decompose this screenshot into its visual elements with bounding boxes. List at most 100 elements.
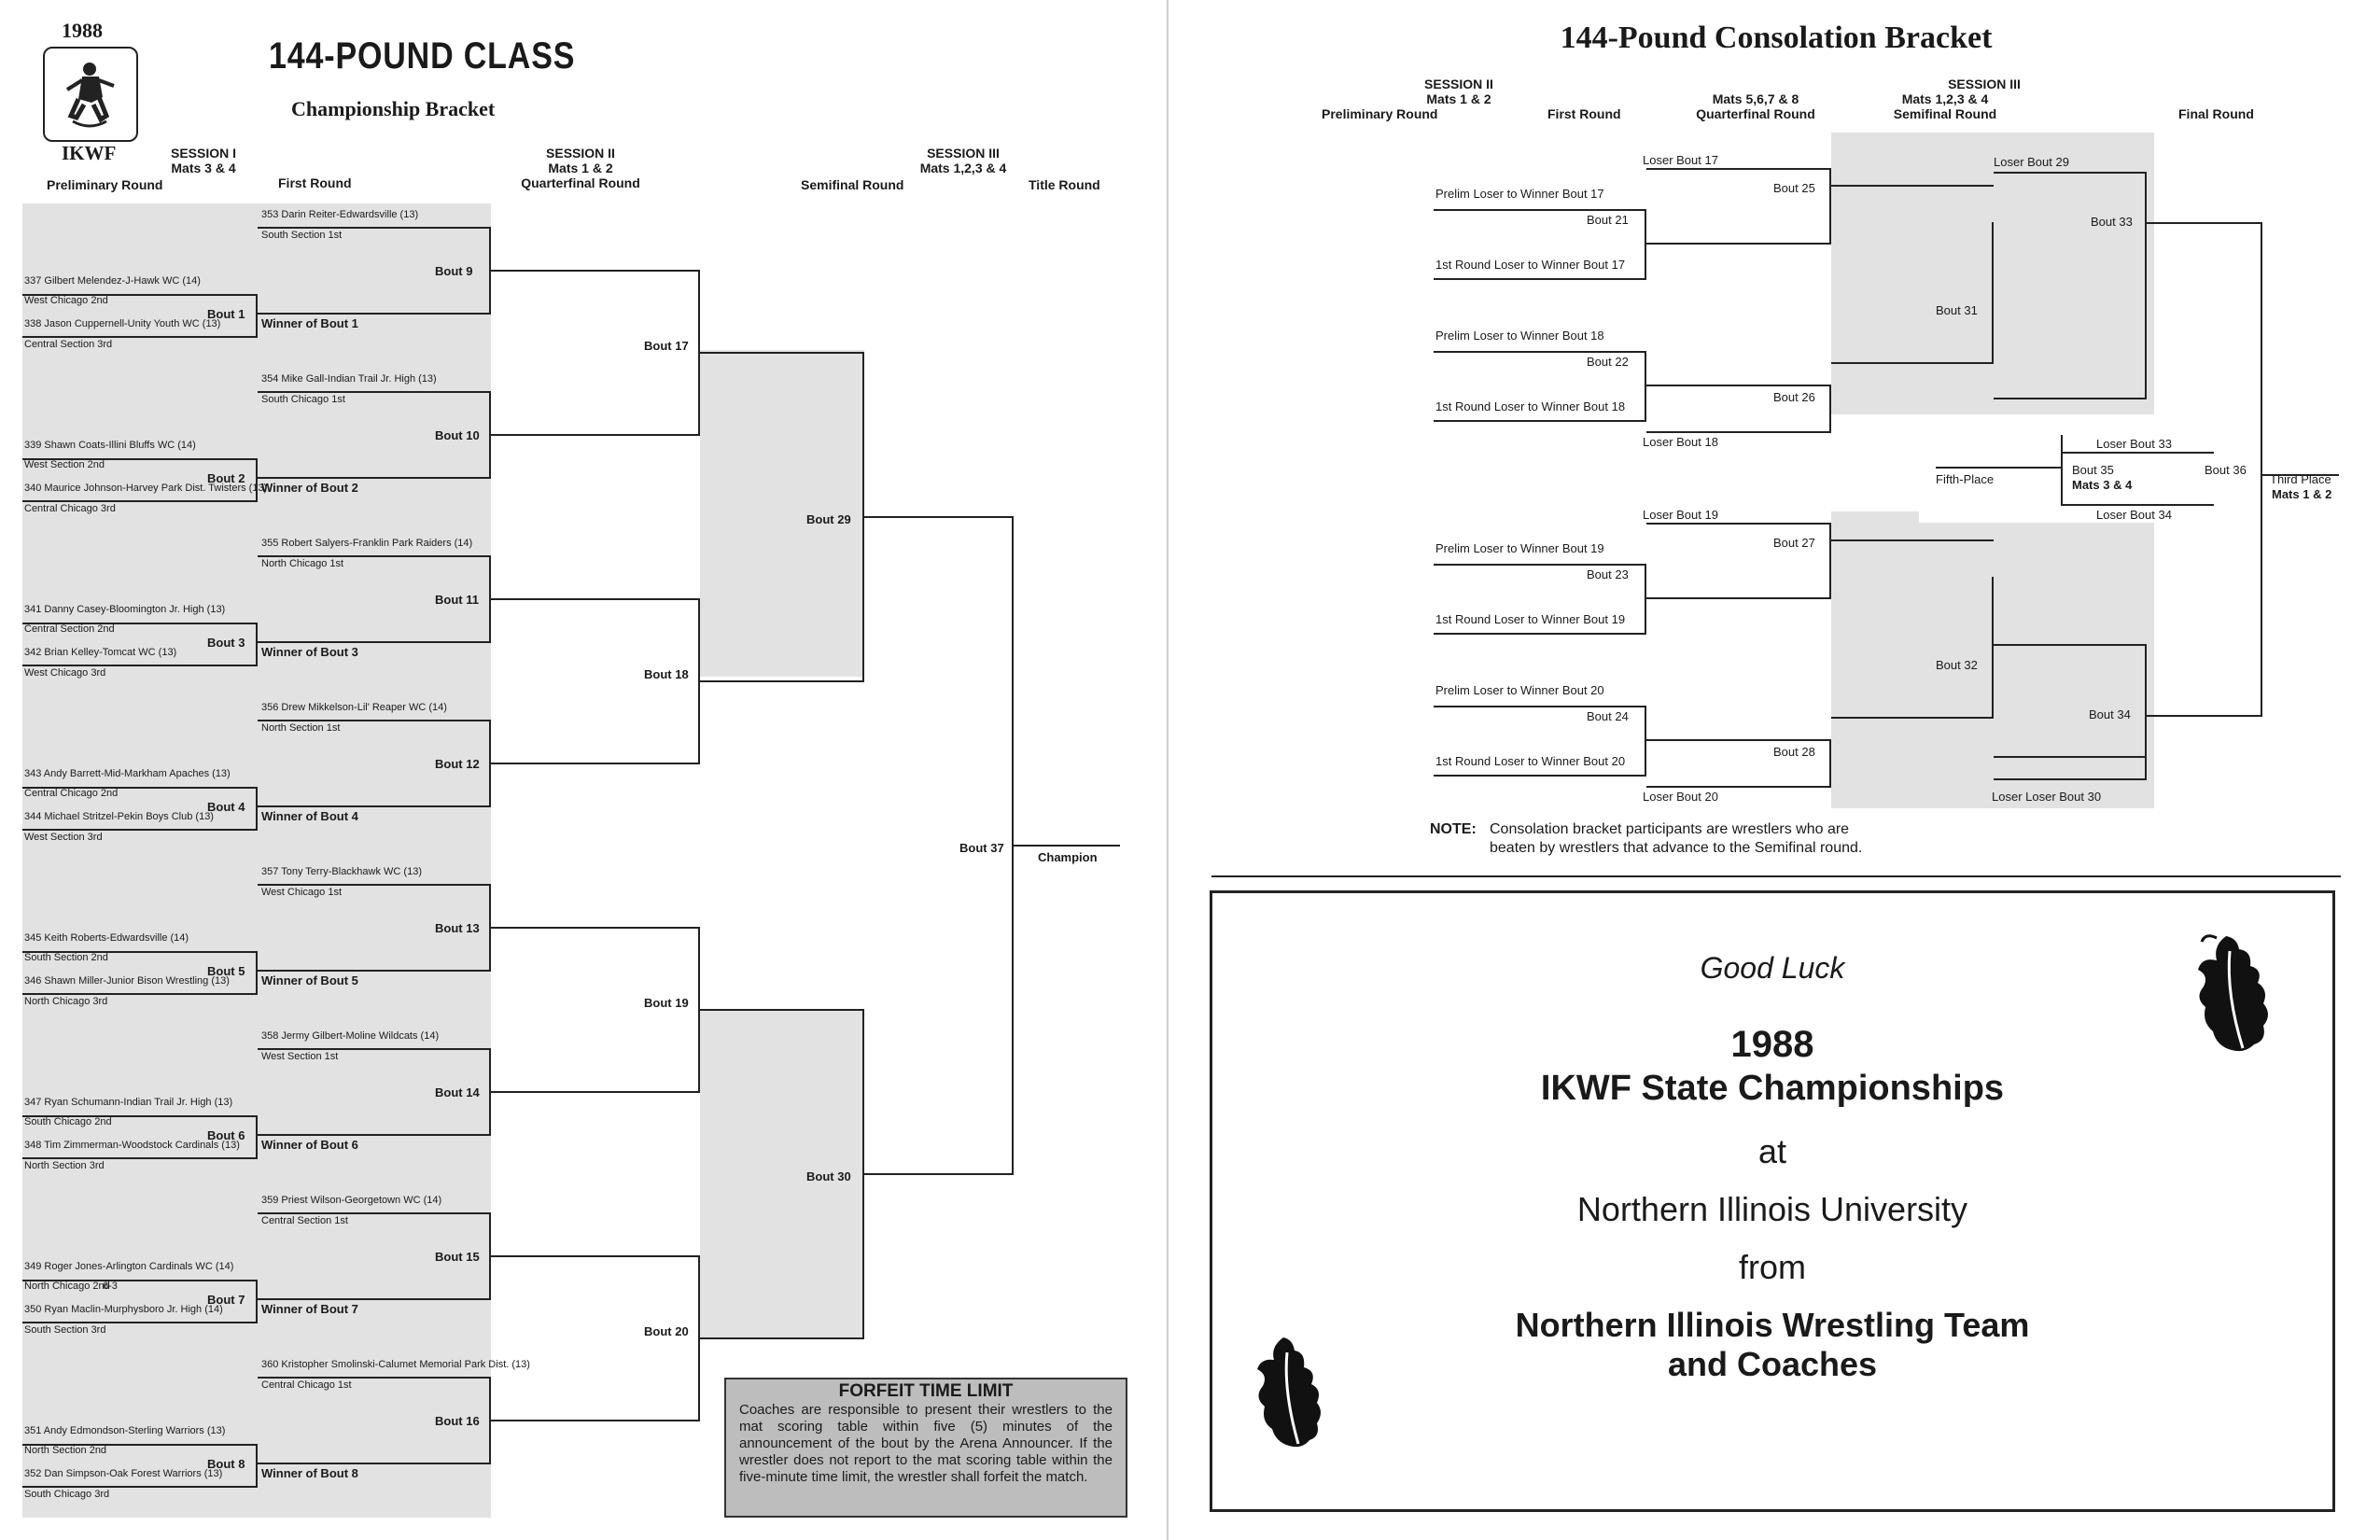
entrant-line xyxy=(1646,431,1831,433)
entrant-name: 339 Shawn Coats-Illini Bluffs WC (14) xyxy=(24,440,196,451)
entrant-name: 340 Maurice Johnson-Harvey Park Dist. Tw… xyxy=(24,483,268,494)
entrant-name: 345 Keith Roberts-Edwardsville (14) xyxy=(24,932,189,944)
entrant-line xyxy=(22,1486,258,1488)
entrant-line xyxy=(22,1157,258,1159)
note-line-2: beaten by wrestlers that advance to the … xyxy=(1490,840,1863,856)
bout-label: Bout 9 xyxy=(435,264,473,278)
cons-loser: Loser Bout 18 xyxy=(1643,435,1718,449)
entrant-name: 349 Roger Jones-Arlington Cardinals WC (… xyxy=(24,1261,234,1272)
cons-entrant: Prelim Loser to Winner Bout 17 xyxy=(1435,187,1604,201)
bracket-line xyxy=(256,787,258,829)
bout-label: Bout 27 xyxy=(1773,536,1815,550)
bout-label: Bout 36 xyxy=(2205,463,2247,477)
session3-label: SESSION III xyxy=(927,146,1000,161)
bout-label: Bout 33 xyxy=(2091,215,2133,229)
cons-entrant: 1st Round Loser to Winner Bout 18 xyxy=(1435,399,1626,413)
bracket-line xyxy=(2145,644,2147,780)
entrant-section: South Chicago 2nd xyxy=(24,1116,112,1127)
cons-entrant: 1st Round Loser to Winner Bout 17 xyxy=(1435,258,1626,272)
entrant-line xyxy=(1994,778,2147,780)
bracket-line xyxy=(256,294,258,336)
title-round-header: Title Round xyxy=(1029,177,1100,192)
bracket-line xyxy=(2261,222,2262,717)
cons-semi-label: Semifinal Round xyxy=(1893,106,1997,121)
entrant-name: 359 Priest Wilson-Georgetown WC (14) xyxy=(261,1195,442,1206)
bracket-line xyxy=(698,927,700,1093)
oak-leaf-icon-2 xyxy=(1257,1337,1321,1448)
entrant-line xyxy=(258,227,491,229)
entrant-section: South Section 3rd xyxy=(24,1324,106,1336)
entrant-section: West Chicago 2nd xyxy=(24,295,108,306)
entrant-name: 357 Tony Terry-Blackhawk WC (13) xyxy=(261,866,422,877)
bout-label: Bout 6 xyxy=(207,1128,245,1142)
good-luck-box: Good Luck 1988 IKWF State Championships … xyxy=(1210,890,2335,1512)
bracket-line xyxy=(491,1255,700,1257)
bracket-line xyxy=(700,1337,864,1339)
winner-label: Winner of Bout 3 xyxy=(261,645,358,659)
bracket-line xyxy=(1994,756,2147,758)
bracket-line xyxy=(1829,523,1831,599)
entrant-line xyxy=(22,336,258,338)
entrant-line xyxy=(22,993,258,995)
year-label: 1988 xyxy=(62,19,103,42)
entrant-line xyxy=(22,1322,258,1323)
cons-semi-header: Mats 1,2,3 & 4 Semifinal Round xyxy=(1880,91,2010,121)
bracket-line xyxy=(1645,209,1646,280)
bracket-line xyxy=(698,1255,700,1421)
bracket-line xyxy=(256,1115,258,1157)
bracket-line xyxy=(256,623,258,665)
winner-line xyxy=(258,641,491,643)
cons-first-header: First Round xyxy=(1547,106,1621,121)
cons-session3-header: SESSION III xyxy=(1948,77,2021,91)
bracket-line xyxy=(862,1009,864,1339)
cons-quarter-label: Quarterfinal Round xyxy=(1696,106,1815,121)
entrant-section: South Section 1st xyxy=(261,230,343,241)
quarter-round-header: Quarterfinal Round xyxy=(521,175,640,190)
page-subtitle: Championship Bracket xyxy=(291,97,496,120)
bout-label: Bout 8 xyxy=(207,1457,245,1471)
bout-label: Bout 7 xyxy=(207,1293,245,1307)
entrant-section: West Section 3rd xyxy=(24,832,103,843)
winner-line xyxy=(258,313,491,315)
consolation-bracket-page: 144-Pound Consolation Bracket SESSION II… xyxy=(1172,0,2380,1540)
session1-mats: Mats 3 & 4 xyxy=(171,161,236,175)
luck-year: 1988 xyxy=(1730,1024,1814,1065)
entrant-name: 337 Gilbert Melendez-J-Hawk WC (14) xyxy=(24,275,201,287)
bout-label: Bout 31 xyxy=(1936,303,1978,317)
cons-entrant: Prelim Loser to Winner Bout 20 xyxy=(1435,683,1604,697)
bracket-line xyxy=(1646,243,1831,245)
entrant-line xyxy=(1434,420,1646,422)
semi-round-header: Semifinal Round xyxy=(801,177,904,192)
entrant-section: Central Chicago 2nd xyxy=(24,788,119,799)
bracket-line xyxy=(1646,739,1831,741)
cons-session2-header: SESSION II Mats 1 & 2 xyxy=(1417,77,1501,106)
cons-entrant: Prelim Loser to Winner Bout 19 xyxy=(1435,541,1604,555)
cons-loser: Loser Bout 33 xyxy=(2096,437,2172,451)
bout-label: Bout 11 xyxy=(435,593,479,607)
entrant-name: 341 Danny Casey-Bloomington Jr. High (13… xyxy=(24,604,226,615)
fifth-place-panel xyxy=(1919,414,2154,523)
session2-label: SESSION II xyxy=(546,146,615,161)
winner-label: Winner of Bout 6 xyxy=(261,1138,358,1152)
bracket-line xyxy=(1831,539,1994,541)
winner-line xyxy=(258,805,491,807)
fifth-mats: Mats 3 & 4 xyxy=(2072,478,2133,492)
entrant-line xyxy=(22,665,258,666)
luck-venue: Northern Illinois University xyxy=(1576,1190,1968,1228)
session3-mats: Mats 1,2,3 & 4 xyxy=(919,161,1007,175)
winner-label: Winner of Bout 4 xyxy=(261,809,358,823)
bracket-line xyxy=(489,1377,491,1463)
bracket-line xyxy=(1014,845,1120,847)
winner-label: Winner of Bout 5 xyxy=(261,973,358,987)
forfeit-text: Coaches are responsible to present their… xyxy=(739,1402,1113,1485)
bracket-line xyxy=(2145,172,2147,399)
bout-label: Bout 32 xyxy=(1936,658,1978,672)
entrant-line xyxy=(22,294,258,296)
bout-label: Bout 24 xyxy=(1587,709,1629,723)
third-place-mats: Mats 1 & 2 xyxy=(2272,487,2332,501)
cons-entrant: 1st Round Loser to Winner Bout 20 xyxy=(1435,754,1626,768)
entrant-line xyxy=(22,1444,258,1446)
divider-line xyxy=(1211,875,2341,877)
bout-label: Bout 34 xyxy=(2089,707,2131,721)
note-line-1: Consolation bracket participants are wre… xyxy=(1490,821,1850,837)
